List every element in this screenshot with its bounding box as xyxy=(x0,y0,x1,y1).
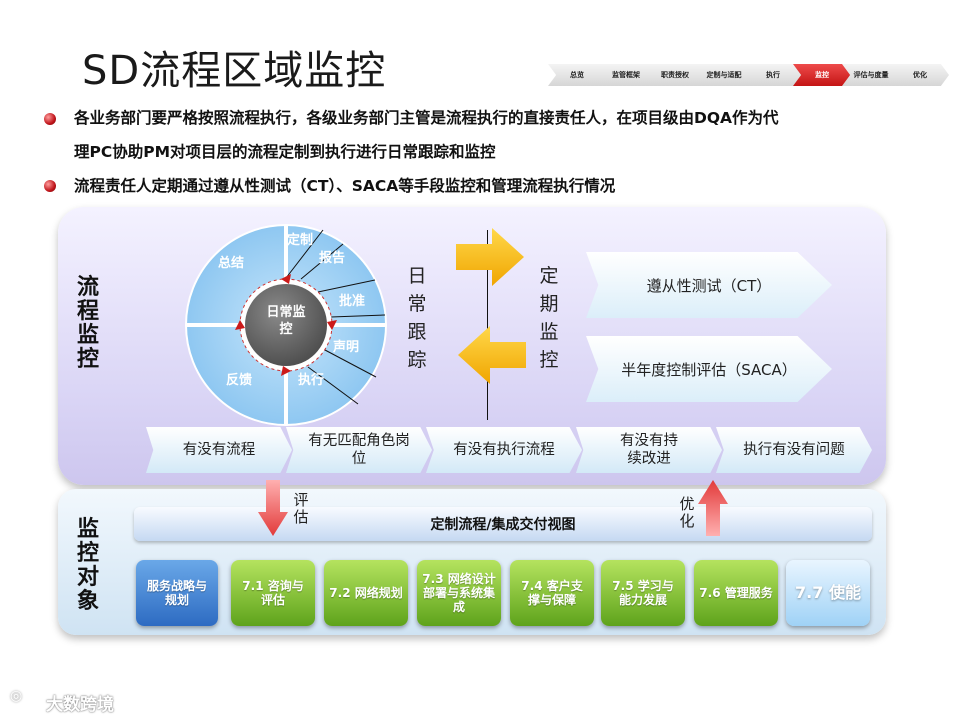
bullet-icon xyxy=(44,113,56,125)
cycle-segment-customize: 定制 xyxy=(287,233,314,248)
page-title: SD流程区域监控 xyxy=(82,48,387,94)
progress-step-authorization[interactable]: 职责授权 xyxy=(646,64,704,86)
progress-step-monitor[interactable]: 监控 xyxy=(793,64,851,86)
bullet-text-1b: 理PC协助PM对项目层的流程定制到执行进行日常跟踪和监控 xyxy=(74,143,496,161)
customer-support-box[interactable]: 7.4 客户支撑与保障 xyxy=(510,560,594,626)
cycle-arrow-icon xyxy=(327,320,337,330)
cycle-center-label: 日常监控 xyxy=(266,305,306,337)
check-role-match[interactable]: 有无匹配角色岗位 xyxy=(286,427,432,473)
evaluate-label: 评估 xyxy=(293,491,309,526)
progress-nav: 总览 监管框架 职责授权 定制与适配 执行 监控 评估与度量 优化 xyxy=(548,64,950,88)
check-continuous-improvement[interactable]: 有没有持续改进 xyxy=(576,427,722,473)
down-arrow-icon xyxy=(258,480,288,536)
cycle-spokes xyxy=(285,229,386,405)
process-monitoring-label: 流程监控 xyxy=(76,275,99,372)
cycle-arrow-icon xyxy=(281,274,291,284)
consulting-evaluation-box[interactable]: 7.1 咨询与评估 xyxy=(231,560,315,626)
up-arrow-icon xyxy=(698,480,728,536)
cycle-arrow-icon xyxy=(281,366,291,376)
cycle-segment-declare: 声明 xyxy=(333,340,360,355)
cycle-segment-approve: 批准 xyxy=(339,294,366,309)
check-process-executed[interactable]: 有没有执行流程 xyxy=(426,427,582,473)
cycle-hub xyxy=(245,284,327,366)
progress-step-overview[interactable]: 总览 xyxy=(548,64,606,86)
learning-development-box[interactable]: 7.5 学习与能力发展 xyxy=(601,560,685,626)
bullet-icon xyxy=(44,180,56,192)
service-strategy-box[interactable]: 服务战略与规划 xyxy=(136,560,218,626)
compliance-test-item[interactable]: 遵从性测试（CT） xyxy=(586,252,832,318)
progress-step-framework[interactable]: 监管框架 xyxy=(597,64,655,86)
monitoring-cycle-diagram xyxy=(185,224,387,426)
bullet-text-1a: 各业务部门要严格按照流程执行，各级业务部门主管是流程执行的直接责任人，在项目级由… xyxy=(74,109,779,127)
saca-item[interactable]: 半年度控制评估（SACA） xyxy=(586,336,832,402)
network-planning-box[interactable]: 7.2 网络规划 xyxy=(324,560,408,626)
backward-arrow-icon xyxy=(458,326,526,384)
cycle-segment-report: 报告 xyxy=(319,251,346,266)
check-has-process[interactable]: 有没有流程 xyxy=(146,427,292,473)
cycle-arrow-icon xyxy=(235,320,245,330)
optimize-label: 优化 xyxy=(679,495,695,530)
cycle-segment-feedback: 反馈 xyxy=(226,373,253,388)
progress-step-execute[interactable]: 执行 xyxy=(744,64,802,86)
bullet-text-2: 流程责任人定期通过遵从性测试（CT）、SACA等手段监控和管理流程执行情况 xyxy=(74,177,616,195)
forward-arrow-icon xyxy=(456,228,524,286)
cycle-segment-summary: 总结 xyxy=(218,256,245,271)
check-execution-issues[interactable]: 执行有没有问题 xyxy=(716,427,872,473)
divider-line xyxy=(487,230,488,420)
watermark-logo-icon: ◎ xyxy=(10,688,23,704)
progress-step-evaluate[interactable]: 评估与度量 xyxy=(842,64,900,86)
progress-step-optimize[interactable]: 优化 xyxy=(891,64,949,86)
customized-process-banner: 定制流程/集成交付视图 xyxy=(134,507,872,541)
network-design-box[interactable]: 7.3 网络设计部署与系统集成 xyxy=(417,560,501,626)
progress-step-customize[interactable]: 定制与适配 xyxy=(695,64,753,86)
daily-tracking-label: 日常跟踪 xyxy=(407,265,427,371)
enablement-box[interactable]: 7.7 使能 xyxy=(786,560,870,626)
cycle-segment-execute: 执行 xyxy=(298,373,325,388)
managed-services-box[interactable]: 7.6 管理服务 xyxy=(694,560,778,626)
monitoring-objects-label: 监控对象 xyxy=(76,517,99,614)
periodic-monitoring-label: 定期监控 xyxy=(539,265,559,371)
watermark-text: 大数跨境 xyxy=(46,695,114,715)
